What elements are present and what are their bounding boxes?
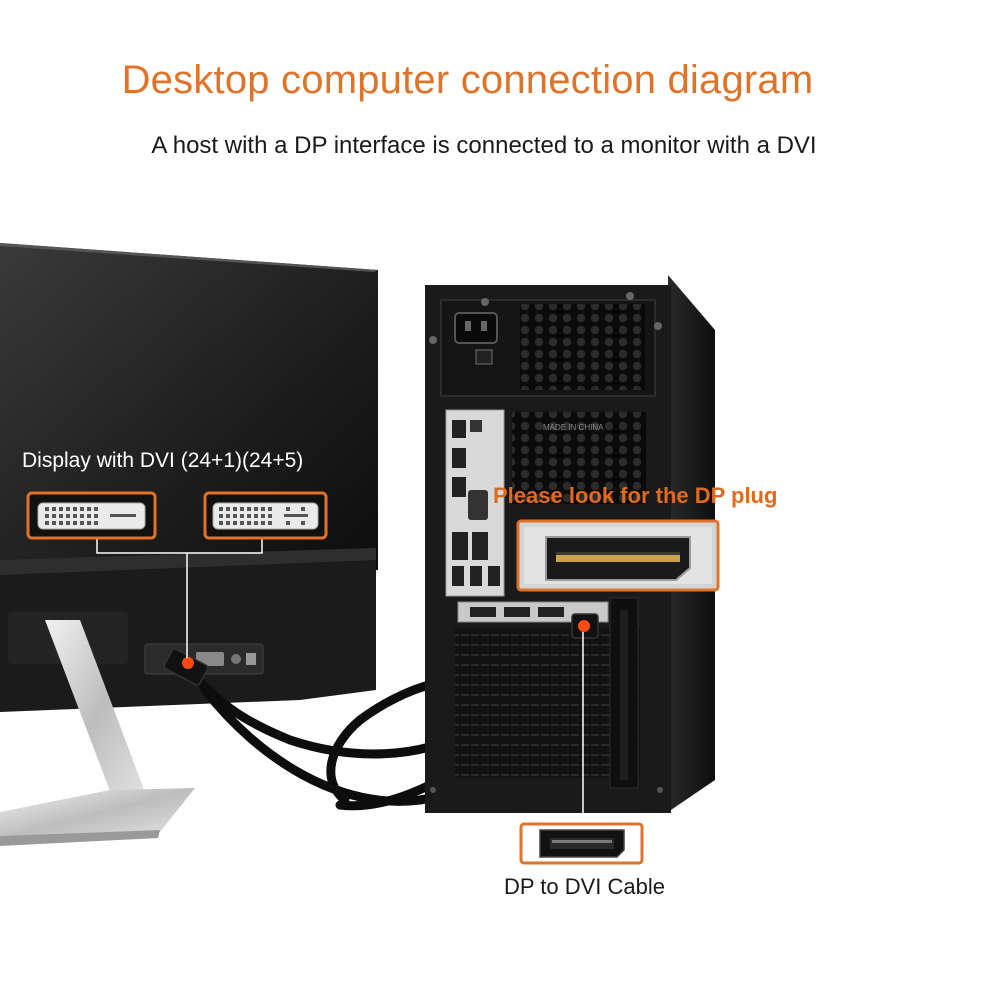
displayport-plug-icon	[519, 822, 644, 865]
diagram-title: Desktop computer connection diagram	[121, 58, 814, 102]
displayport-port-icon	[516, 519, 720, 592]
callout-lines	[96, 538, 263, 658]
monitor	[0, 243, 378, 846]
dp-plug-marker	[578, 620, 590, 632]
display-dvi-label: Display with DVI (24+1)(24+5)	[22, 449, 304, 472]
cable-label: DP to DVI Cable	[504, 874, 666, 899]
made-in-china-mark: MADE IN CHINA	[543, 423, 604, 432]
dvi-24-5-connector-icon	[203, 491, 328, 540]
dvi-plug-marker	[182, 657, 194, 669]
diagram-subtitle: A host with a DP interface is connected …	[151, 132, 817, 159]
case-fan-grille	[512, 412, 646, 504]
monitor-stand-base	[0, 788, 195, 840]
power-switch	[475, 349, 493, 365]
power-socket	[454, 312, 498, 344]
dvi-24-1-connector-icon	[26, 491, 157, 540]
monitor-stand-neck	[45, 620, 148, 812]
dp-plug-hint-label: Please look for the DP plug	[493, 483, 778, 508]
